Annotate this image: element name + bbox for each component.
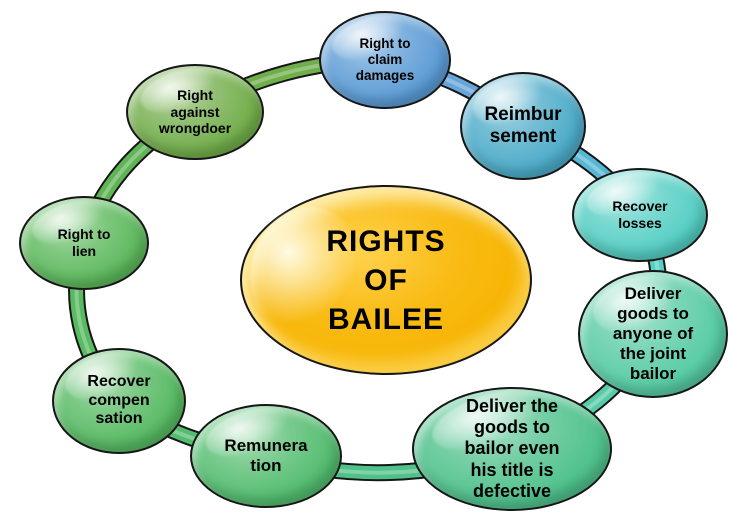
node-label: Deliver the goods to bailor even his tit… bbox=[464, 395, 560, 501]
node-label: Recover losses bbox=[612, 198, 668, 231]
node-recover-losses: Recover losses bbox=[572, 163, 708, 262]
node-recover-compensation: Recover compen sation bbox=[52, 344, 186, 454]
node-right-to-lien: Right to lien bbox=[19, 191, 149, 290]
node-label: Right to claim damages bbox=[355, 36, 415, 83]
center-ellipse: RIGHTS OF BAILEE bbox=[234, 185, 532, 375]
node-label: Deliver goods to anyone of the joint bai… bbox=[612, 283, 694, 384]
node-deliver-goods-title-defective: Deliver the goods to bailor even his tit… bbox=[412, 378, 612, 511]
node-right-against-wrongdoer: Right against wrongdoer bbox=[126, 59, 264, 160]
node-reimbursement: Reimbur sement bbox=[460, 68, 586, 180]
node-label: Reimbur sement bbox=[484, 103, 562, 147]
node-label: Remunera tion bbox=[224, 435, 308, 475]
diagram-title: RIGHTS OF BAILEE bbox=[326, 224, 446, 336]
node-right-to-claim-damages: Right to claim damages bbox=[319, 6, 451, 109]
node-deliver-goods-joint-bailor: Deliver goods to anyone of the joint bai… bbox=[578, 265, 728, 398]
node-label: Right against wrongdoer bbox=[158, 87, 232, 137]
node-remuneration: Remunera tion bbox=[190, 398, 342, 508]
node-label: Right to lien bbox=[57, 226, 111, 259]
node-label: Recover compen sation bbox=[87, 372, 151, 428]
